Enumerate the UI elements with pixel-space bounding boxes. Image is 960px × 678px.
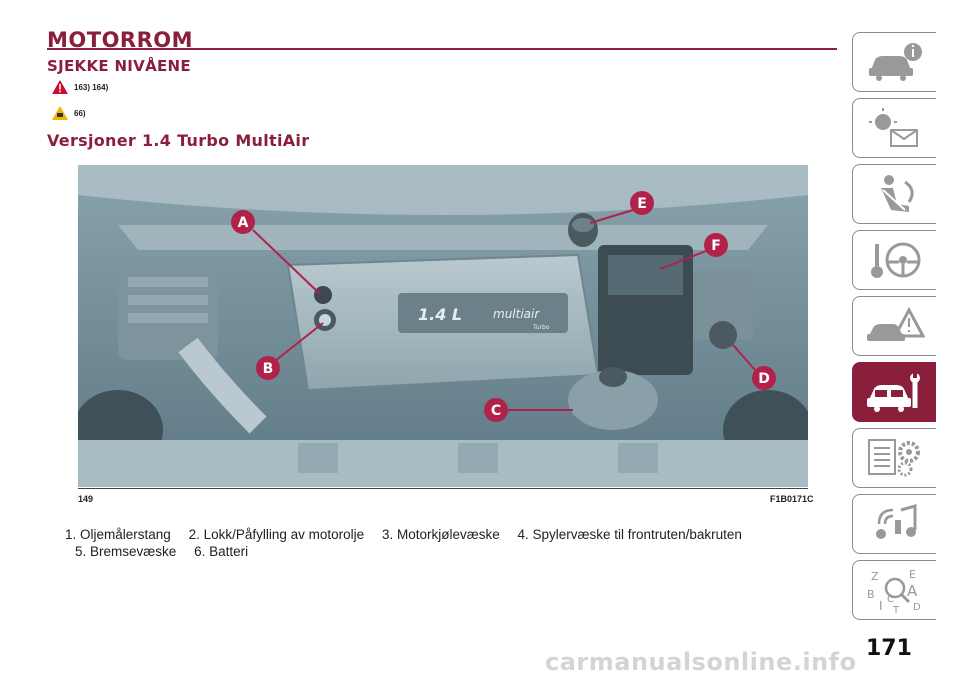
index-letter-d: D	[913, 602, 921, 613]
index-letter-t: T	[892, 605, 900, 614]
figure-caption: 1. Oljemålerstang 2. Lokk/Påfylling av m…	[65, 526, 785, 560]
steering-key-icon	[870, 242, 920, 278]
danger-refs: 163) 164)	[74, 82, 109, 92]
section-subtitle: SJEKKE NIVÅENE	[47, 57, 191, 75]
index-letter-e: E	[909, 568, 916, 581]
tab-steering-key[interactable]	[852, 230, 936, 290]
engine-badge-text: 1.4 L	[418, 305, 462, 324]
seat-safety-icon	[880, 175, 914, 212]
callout-e: E	[589, 191, 654, 224]
callout-label-a: A	[238, 215, 249, 231]
tab-car-maintenance[interactable]	[852, 362, 936, 422]
index-letter-z: Z	[871, 570, 879, 583]
callout-label-b: B	[263, 361, 274, 377]
multimedia-icon	[875, 504, 916, 539]
callout-label-c: C	[491, 403, 501, 419]
warning-lights-icon	[868, 108, 918, 147]
caution-icon	[52, 106, 68, 120]
caption-item: 3. Motorkjølevæske	[381, 527, 500, 542]
callout-label-f: F	[711, 238, 721, 254]
callout-b: B	[256, 322, 324, 380]
tab-warning-lights[interactable]	[852, 98, 936, 158]
figure-code: F1B0171C	[770, 494, 814, 504]
figure-rule	[78, 488, 808, 489]
caption-item: 2. Lokk/Påfylling av motorolje	[188, 527, 365, 542]
index-icon: Z E B A C D T I	[867, 568, 921, 614]
tab-car-info[interactable]	[852, 32, 936, 92]
car-maintenance-icon	[866, 373, 920, 412]
figure-number: 149	[78, 494, 94, 504]
caption-item: 5. Bremsevæske	[75, 544, 177, 559]
watermark: carmanualsonline.info	[545, 648, 857, 676]
callout-label-d: D	[758, 371, 770, 387]
index-letter-c: C	[887, 594, 894, 605]
index-letter-a: A	[907, 582, 918, 600]
danger-icon	[52, 80, 68, 94]
caption-item: 6. Batteri	[194, 544, 249, 559]
page-number: 171	[866, 636, 912, 661]
callout-label-e: E	[637, 196, 647, 212]
engine-sub-text: Turbo	[532, 324, 550, 331]
tab-index[interactable]: Z E B A C D T I	[852, 560, 936, 620]
tab-breakdown[interactable]	[852, 296, 936, 356]
breakdown-icon	[866, 306, 925, 341]
engine-bay-illustration: 1.4 L multiair Turbo A B	[78, 165, 808, 487]
car-info-icon	[868, 43, 922, 81]
specifications-icon	[867, 439, 920, 477]
callout-f: F	[659, 233, 728, 270]
tab-multimedia[interactable]	[852, 494, 936, 554]
callout-c: C	[484, 398, 573, 422]
callout-d: D	[732, 344, 776, 390]
title-rule	[47, 48, 837, 50]
danger-reference-row: 163) 164)	[52, 80, 108, 94]
caption-item: 1. Oljemålerstang	[65, 527, 171, 542]
caption-item: 4. Spylervæske til frontruten/bakruten	[517, 527, 742, 542]
tab-specifications[interactable]	[852, 428, 936, 488]
caution-refs: 66)	[74, 108, 86, 118]
caution-reference-row: 66)	[52, 106, 86, 120]
section-title: Versjoner 1.4 Turbo MultiAir	[47, 131, 310, 150]
engine-brand-text: multiair	[493, 307, 540, 321]
index-letter-b: B	[867, 588, 875, 601]
engine-bay-figure: 1.4 L multiair Turbo A B	[78, 165, 808, 487]
tab-seat-safety[interactable]	[852, 164, 936, 224]
index-letter-i: I	[879, 599, 883, 613]
callout-a: A	[231, 210, 322, 296]
